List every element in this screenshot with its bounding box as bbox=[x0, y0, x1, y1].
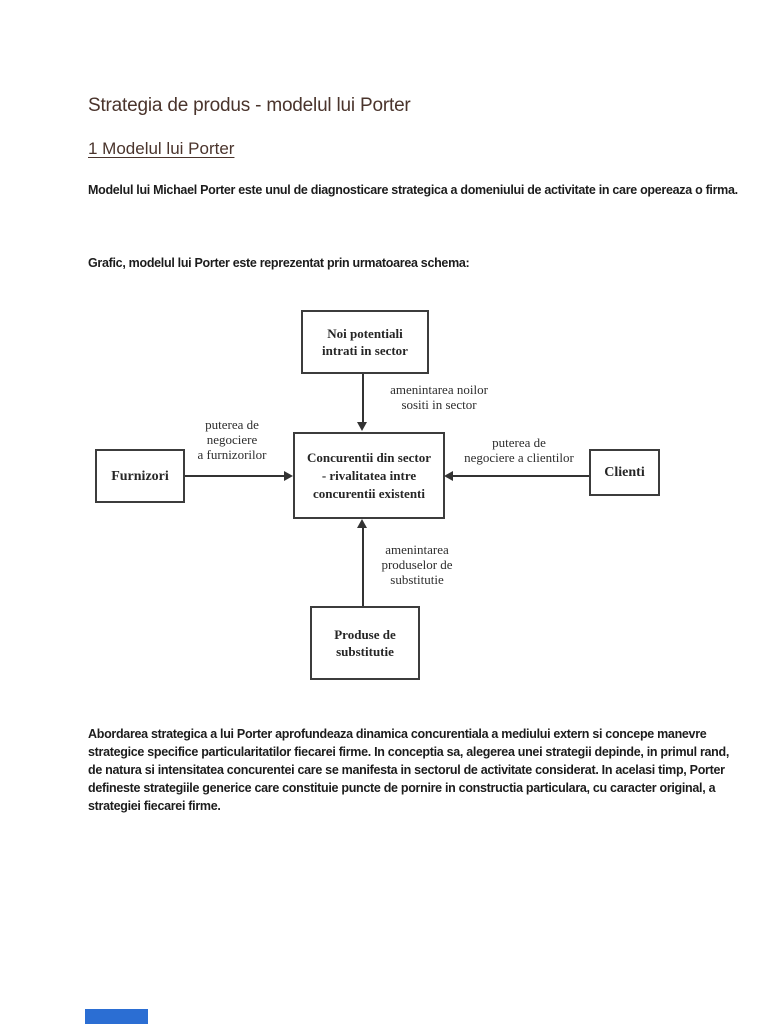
arrow-label-substitutes-threat: amenintarea produselor de substitutie bbox=[381, 542, 453, 587]
diagram-box-competitors: Concurentii din sector - rivalitatea int… bbox=[293, 432, 445, 519]
diagram-box-substitutes: Produse de substitutie bbox=[310, 606, 420, 680]
arrow-line-right bbox=[452, 475, 589, 477]
arrow-line-bottom bbox=[362, 527, 364, 606]
diagram-box-suppliers: Furnizori bbox=[95, 449, 185, 503]
section-heading: 1 Modelul lui Porter bbox=[88, 139, 235, 158]
arrow-label-client-power: puterea de negociere a clientilor bbox=[464, 435, 574, 465]
arrowhead-down-icon bbox=[357, 422, 367, 431]
next-page-fragment bbox=[85, 1009, 148, 1024]
diagram-box-new-entrants: Noi potentiali intrati in sector bbox=[301, 310, 429, 374]
arrowhead-right-icon bbox=[284, 471, 293, 481]
arrow-label-new-entrants-threat: amenintarea noilor sositi in sector bbox=[390, 382, 488, 412]
diagram-box-clients: Clienti bbox=[589, 449, 660, 496]
arrowhead-up-icon bbox=[357, 519, 367, 528]
page-title: Strategia de produs - modelul lui Porter bbox=[88, 95, 411, 116]
arrow-line-top bbox=[362, 374, 364, 423]
closing-paragraph: Abordarea strategica a lui Porter aprofu… bbox=[88, 727, 730, 813]
arrowhead-left-icon bbox=[444, 471, 453, 481]
intro-paragraph: Modelul lui Michael Porter este unul de … bbox=[88, 183, 738, 197]
arrow-line-left bbox=[185, 475, 284, 477]
schema-lead-paragraph: Grafic, modelul lui Porter este reprezen… bbox=[88, 256, 470, 270]
arrow-label-supplier-power: puterea de negociere a furnizorilor bbox=[197, 417, 267, 462]
